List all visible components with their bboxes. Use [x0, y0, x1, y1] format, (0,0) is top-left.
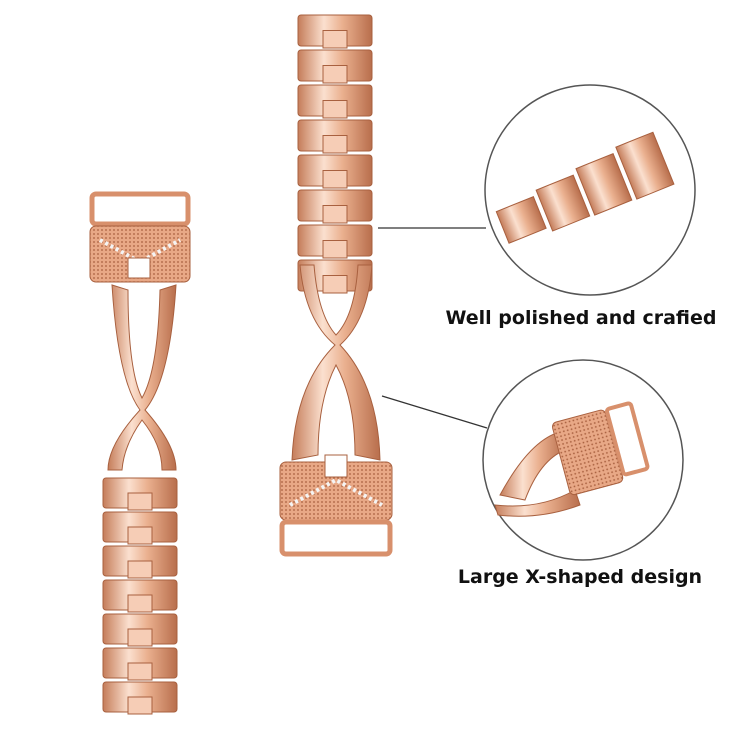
left-band [89, 191, 191, 715]
band-link-center [127, 526, 153, 545]
center-x-clasp [291, 264, 381, 461]
left-band-links [102, 477, 178, 715]
left-connector-center-stone [127, 257, 151, 279]
band-link-center [322, 170, 348, 189]
band-link-center [127, 662, 153, 681]
band-link-center [322, 30, 348, 49]
caption-x-shaped-design: Large X-shaped design [457, 566, 703, 588]
detail-links-closeup [495, 131, 675, 244]
center-connector-bottom [279, 519, 393, 557]
band-link-center [127, 492, 153, 511]
band-link-center [322, 135, 348, 154]
left-connector-top [89, 191, 191, 227]
band-link-center [127, 628, 153, 647]
center-band-links [297, 14, 373, 294]
band-link-center [127, 594, 153, 613]
band-link-center [322, 205, 348, 224]
closeup-connector-frame [605, 401, 650, 477]
band-link-center [127, 696, 153, 715]
detail-clasp-closeup [494, 401, 650, 517]
closeup-link [495, 196, 547, 244]
left-connector-body [89, 225, 191, 283]
center-connector-center-stone [324, 454, 348, 478]
callout-line-2 [381, 395, 488, 429]
caption-well-polished: Well polished and crafied [445, 307, 717, 329]
band-link-center [322, 100, 348, 119]
closeup-link [535, 174, 591, 232]
band-link-center [322, 65, 348, 84]
closeup-clasp-arm [494, 489, 581, 517]
closeup-link [615, 131, 675, 200]
band-link-center [322, 240, 348, 259]
center-band [279, 14, 393, 557]
band-link-center [127, 560, 153, 579]
left-x-clasp [107, 284, 177, 471]
closeup-link [575, 153, 633, 216]
band-link-center [322, 275, 348, 294]
